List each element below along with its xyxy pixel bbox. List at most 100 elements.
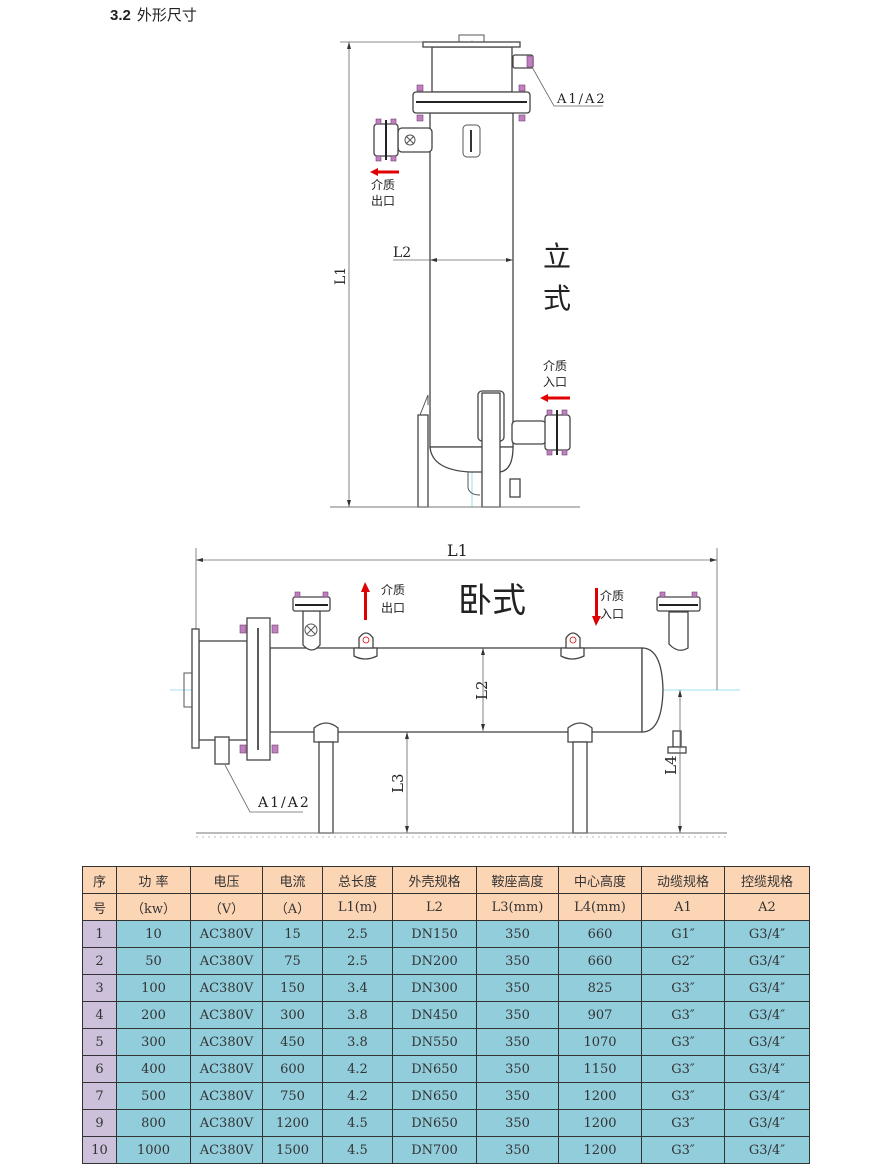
table-cell: 600 <box>262 1055 323 1083</box>
table-cell: 1000 <box>116 1136 191 1164</box>
table-cell: 5 <box>82 1028 117 1056</box>
table-cell: G3″ <box>641 1028 725 1056</box>
table-cell: DN650 <box>392 1109 477 1137</box>
table-cell: G3/4″ <box>724 1109 810 1137</box>
vertical-title: 立 <box>543 240 571 273</box>
vertical-lid <box>422 41 521 48</box>
table-cell: L3(mm) <box>476 893 559 921</box>
table-cell: 2 <box>82 947 117 975</box>
table-cell: （kw） <box>116 893 191 921</box>
table-cell: 75 <box>262 947 323 975</box>
table-cell: L1(m) <box>322 893 393 921</box>
table-cell: DN550 <box>392 1028 477 1056</box>
table-cell: 350 <box>476 1082 559 1110</box>
table-cell: 电压 <box>190 866 263 894</box>
vertical-heater-drawing: 介质 出口 A1/A2 L1 L2 立 式 介质 入口 <box>330 34 605 508</box>
table-cell: G3″ <box>641 1082 725 1110</box>
table-cell: AC380V <box>190 920 263 948</box>
table-cell: AC380V <box>190 1055 263 1083</box>
table-cell: 1070 <box>558 1028 642 1056</box>
table-cell: 4.2 <box>322 1055 393 1083</box>
table-cell: 350 <box>476 1001 559 1029</box>
table-cell: DN650 <box>392 1082 477 1110</box>
lifting-lug <box>565 632 581 649</box>
table-cell: 350 <box>476 947 559 975</box>
spec-table: 序功 率电压电流总长度外壳规格鞍座高度中心高度动缆规格控缆规格号（kw）（V）（… <box>82 866 810 1164</box>
table-cell: G3″ <box>641 1136 725 1164</box>
table-cell: 300 <box>262 1001 323 1029</box>
table-cell: 总长度 <box>322 866 393 894</box>
table-cell: （V） <box>190 893 263 921</box>
table-cell: 功 率 <box>116 866 191 894</box>
table-cell: G3/4″ <box>724 1136 810 1164</box>
table-cell: G3/4″ <box>724 974 810 1002</box>
table-cell: 号 <box>82 893 117 921</box>
table-cell: 1200 <box>558 1082 642 1110</box>
table-cell: G3″ <box>641 1055 725 1083</box>
outlet-arrow-icon <box>370 168 399 176</box>
table-cell: G3/4″ <box>724 947 810 975</box>
inlet-arrow-icon <box>540 394 570 402</box>
dimension-l4: L4 <box>662 755 680 775</box>
table-cell: 10 <box>116 920 191 948</box>
table-cell: 200 <box>116 1001 191 1029</box>
table-cell: 3.8 <box>322 1001 393 1029</box>
table-cell: 450 <box>262 1028 323 1056</box>
vertical-title: 式 <box>543 282 571 315</box>
table-cell: 外壳规格 <box>392 866 477 894</box>
table-cell: DN200 <box>392 947 477 975</box>
vertical-right-leg <box>481 392 501 508</box>
table-cell: 660 <box>558 947 642 975</box>
table-cell: 500 <box>116 1082 191 1110</box>
table-cell: 350 <box>476 1055 559 1083</box>
table-cell: DN650 <box>392 1055 477 1083</box>
inlet-label: 入口 <box>600 607 624 621</box>
table-cell: 2.5 <box>322 920 393 948</box>
table-cell: 2.5 <box>322 947 393 975</box>
table-cell: AC380V <box>190 1028 263 1056</box>
lifting-lug <box>358 632 374 649</box>
table-cell: 350 <box>476 920 559 948</box>
dimension-l3: L3 <box>389 773 407 793</box>
table-cell: 1200 <box>262 1109 323 1137</box>
table-cell: DN450 <box>392 1001 477 1029</box>
table-cell: 1200 <box>558 1109 642 1137</box>
table-header-row: 序功 率电压电流总长度外壳规格鞍座高度中心高度动缆规格控缆规格 <box>82 866 810 894</box>
table-cell: 150 <box>262 974 323 1002</box>
outlet-label: 出口 <box>381 601 405 615</box>
table-cell: AC380V <box>190 1109 263 1137</box>
table-cell: 9 <box>82 1109 117 1137</box>
table-cell: 4 <box>82 1001 117 1029</box>
table-cell: 1200 <box>558 1136 642 1164</box>
table-cell: G3/4″ <box>724 1001 810 1029</box>
table-cell: L4(mm) <box>558 893 642 921</box>
table-cell: 100 <box>116 974 191 1002</box>
table-cell: 825 <box>558 974 642 1002</box>
table-cell: 4.5 <box>322 1136 393 1164</box>
table-cell: G3/4″ <box>724 920 810 948</box>
table-cell: G2″ <box>641 947 725 975</box>
table-cell: AC380V <box>190 974 263 1002</box>
section-number: 3.2 <box>110 7 131 24</box>
inlet-label: 介质 <box>543 359 567 373</box>
table-cell: 1 <box>82 920 117 948</box>
table-cell: 序 <box>82 866 117 894</box>
table-cell: L2 <box>392 893 477 921</box>
table-cell: DN300 <box>392 974 477 1002</box>
horizontal-cable-connector <box>214 736 230 765</box>
table-cell: DN150 <box>392 920 477 948</box>
table-cell: 907 <box>558 1001 642 1029</box>
table-cell: G3″ <box>641 974 725 1002</box>
table-cell: G3/4″ <box>724 1082 810 1110</box>
table-cell: AC380V <box>190 1001 263 1029</box>
horizontal-title: 卧式 <box>458 581 526 621</box>
table-cell: A2 <box>724 893 810 921</box>
dimension-l2: L2 <box>473 680 491 700</box>
